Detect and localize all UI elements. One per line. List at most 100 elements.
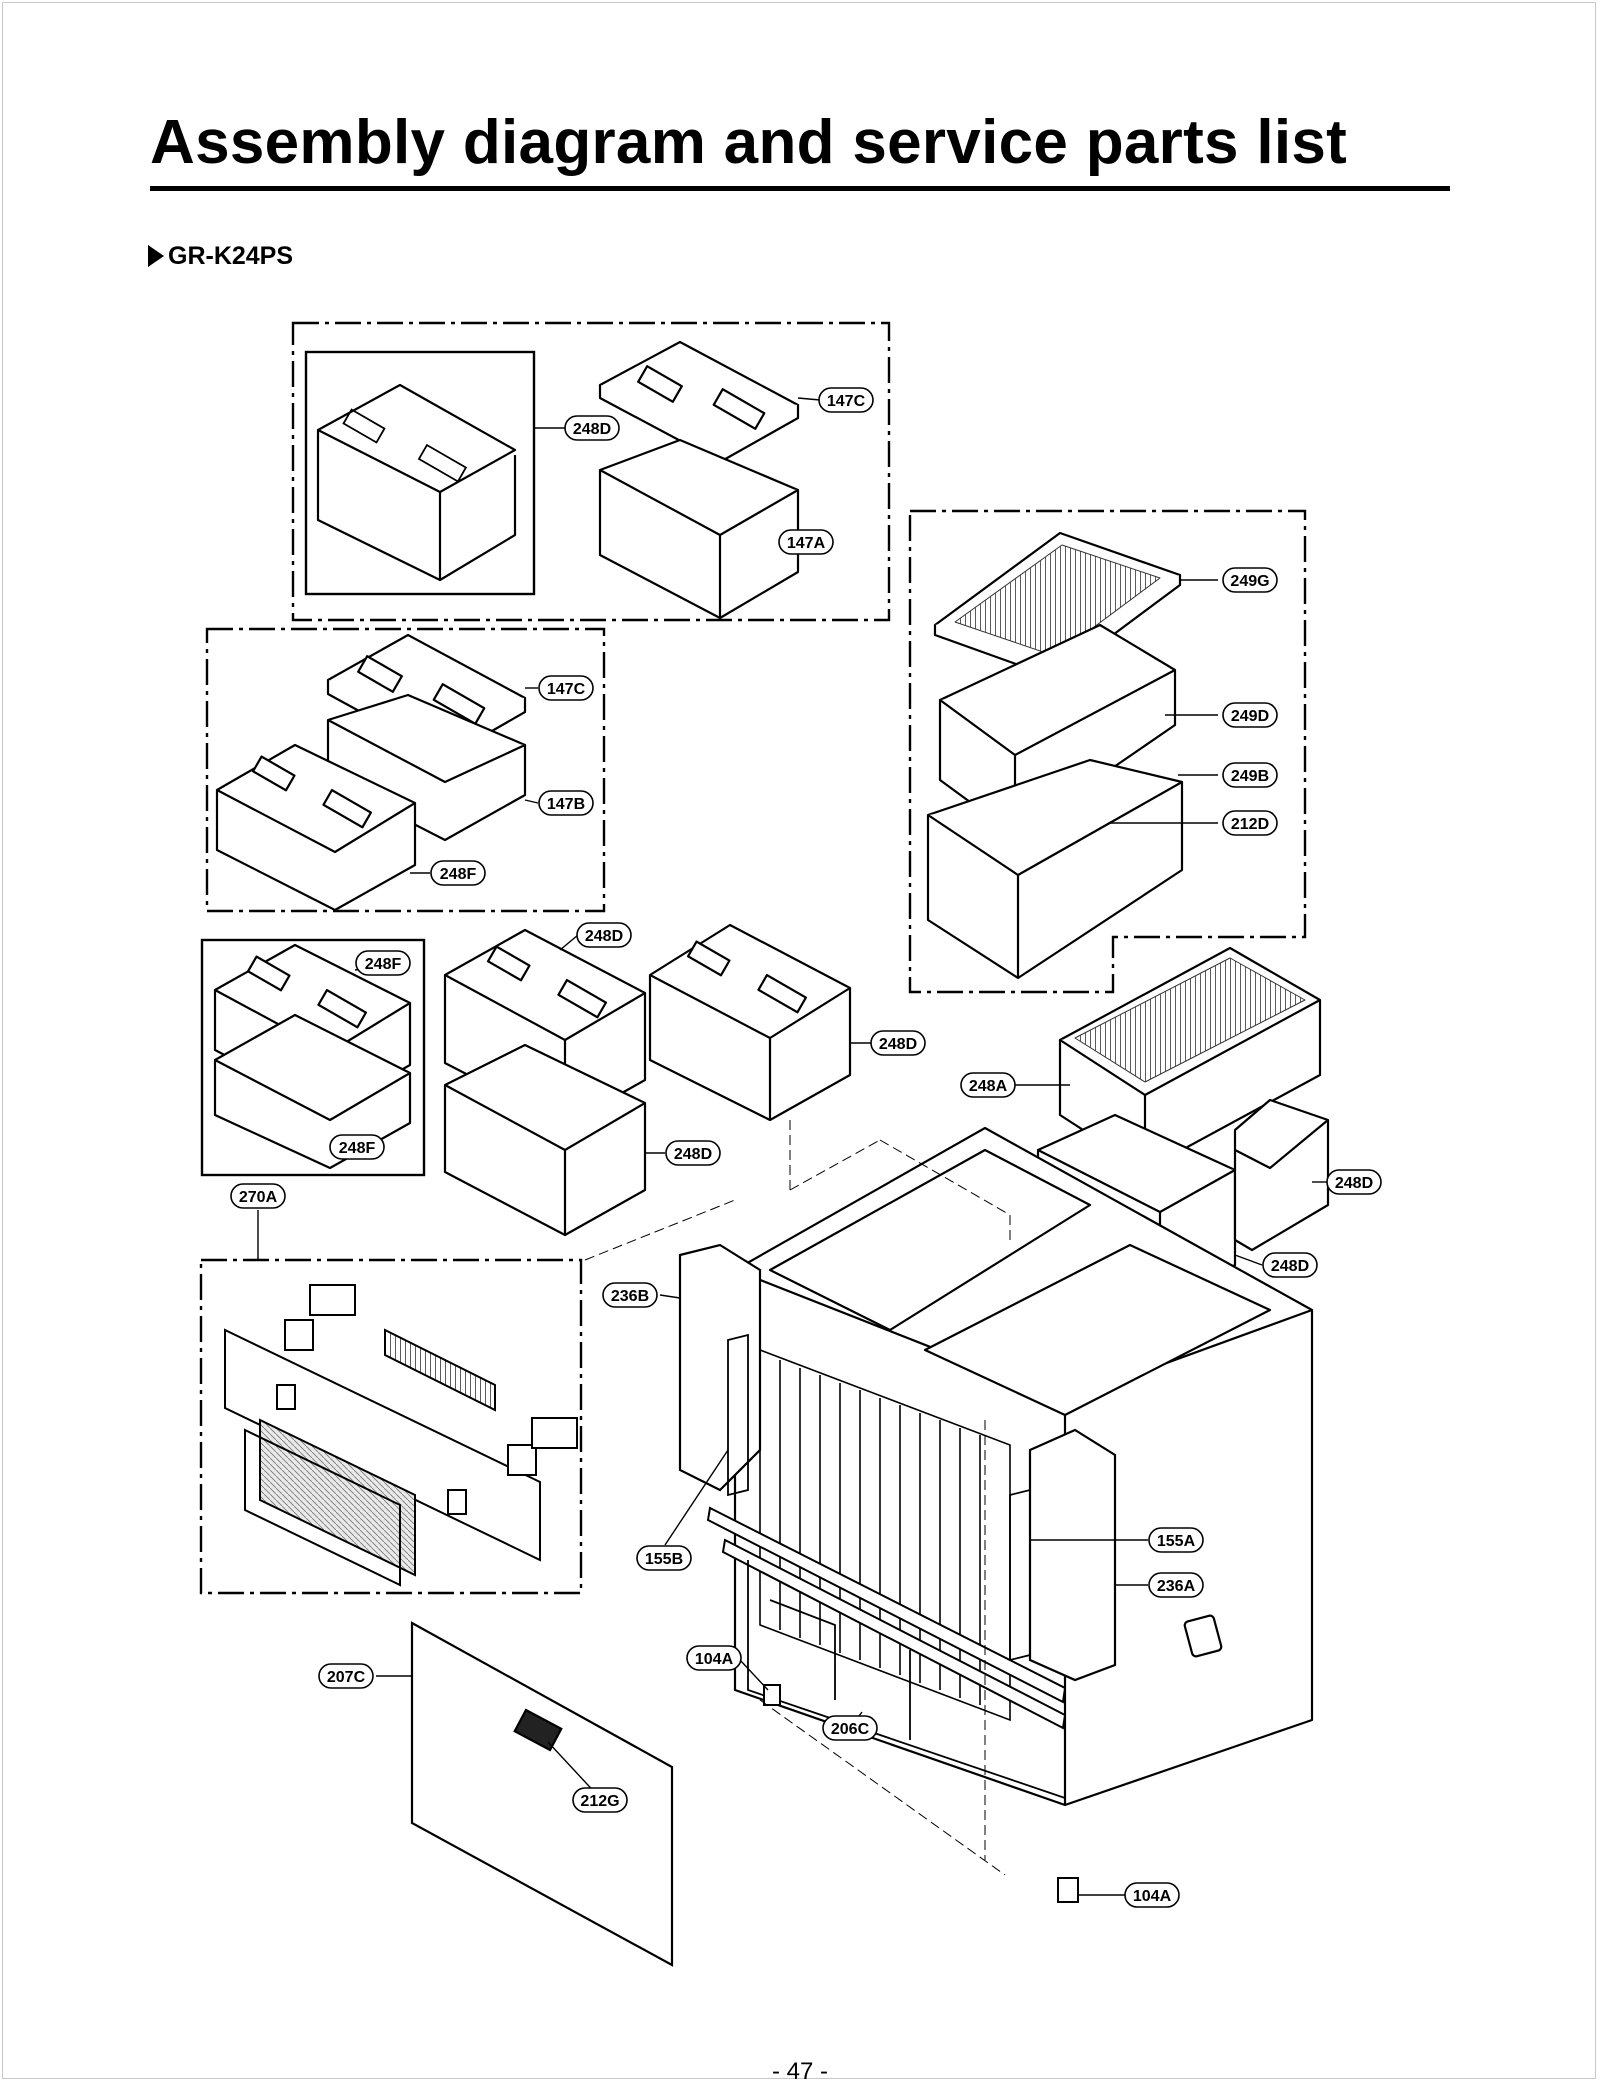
model-heading: GR-K24PS [148, 242, 293, 271]
bin-248F-mid [215, 743, 417, 912]
callout-249G: 249G [1222, 567, 1278, 593]
callout-text: 248F [339, 1140, 376, 1157]
callout-248D: 248D [1262, 1252, 1318, 1278]
callout-147A: 147A [778, 529, 834, 555]
callout-147C: 147C [538, 675, 594, 701]
callout-bubble [1148, 1572, 1204, 1598]
callout-text: 248D [585, 928, 623, 945]
callout-text: 248D [879, 1036, 917, 1053]
callout-bubble [576, 922, 632, 948]
callout-text: 155A [1157, 1533, 1196, 1550]
callout-104A: 104A [686, 1645, 742, 1671]
bin-147A [598, 438, 800, 620]
bin-handles [342, 408, 468, 483]
assembly-lines [584, 1120, 1011, 1876]
callout-bubble [1124, 1882, 1180, 1908]
callout-text: 147C [547, 681, 586, 698]
callout-text: 248A [969, 1078, 1008, 1095]
bin-248D-mid-lower [443, 1043, 647, 1237]
callout-text: 249B [1231, 768, 1269, 785]
bin-212D [926, 758, 1184, 980]
bin-248D-top [316, 383, 517, 582]
callout-248F: 248F [430, 860, 486, 886]
bin-249D [938, 623, 1177, 837]
lower-frame [747, 1560, 1066, 1799]
bin-248D-right [648, 923, 852, 1122]
side-rails [678, 1243, 1117, 1682]
bin-248A [1058, 946, 1322, 1172]
callout-249B: 249B [1222, 762, 1278, 788]
callout-248D: 248D [665, 1140, 721, 1166]
callout-bubble [1222, 810, 1278, 836]
callout-text: 212D [1231, 816, 1269, 833]
callout-bubble [355, 950, 411, 976]
panel-270A [224, 1284, 578, 1587]
lid-147C-top [598, 340, 800, 464]
callout-236B: 236B [602, 1282, 658, 1308]
callout-155A: 155A [1148, 1527, 1204, 1553]
callout-text: 155B [645, 1551, 683, 1568]
callout-bubble [572, 1787, 628, 1813]
callout-bubble [1326, 1169, 1382, 1195]
callout-bubble [564, 415, 620, 441]
bin-248D-small-2 [1233, 1098, 1330, 1252]
callout-bubble [665, 1140, 721, 1166]
foot-104A-right [1057, 1877, 1079, 1903]
callout-text: 248D [1271, 1258, 1309, 1275]
callout-248D: 248D [564, 415, 620, 441]
callout-248D: 248D [1326, 1169, 1382, 1195]
callout-bubble [318, 1663, 374, 1689]
callout-bubble [960, 1072, 1016, 1098]
callout-text: 147C [827, 393, 866, 410]
callout-bubble [870, 1030, 926, 1056]
rail-155A [1009, 1488, 1031, 1662]
lid-249G [933, 531, 1182, 680]
callout-bubble [822, 1715, 878, 1741]
callout-236A: 236A [1148, 1572, 1204, 1598]
callout-labels: 248D 147C 147A 249G 249D 249B 212D 147C 147B 248F… [230, 387, 1382, 1908]
callout-bubble [636, 1545, 692, 1571]
callout-147B: 147B [538, 790, 594, 816]
callout-249D: 249D [1222, 702, 1278, 728]
callout-text: 147A [787, 535, 826, 552]
callout-bubble [1222, 567, 1278, 593]
model-label: GR-K24PS [168, 242, 294, 270]
callout-bubble [538, 790, 594, 816]
page-number: - 47 - [771, 2058, 828, 2085]
callout-text: 249G [1230, 573, 1269, 590]
callout-248A: 248A [960, 1072, 1016, 1098]
rail-236A [1028, 1428, 1117, 1682]
adjustable-feet [763, 1684, 1079, 1903]
callout-text: 104A [695, 1651, 734, 1668]
callout-bubble [538, 675, 594, 701]
callout-155B: 155B [636, 1545, 692, 1571]
callout-bubble [230, 1183, 286, 1209]
callout-207C: 207C [318, 1663, 374, 1689]
callout-bubble [1222, 762, 1278, 788]
callout-text: 104A [1133, 1888, 1172, 1905]
title-rule [150, 186, 1450, 191]
callout-212G: 212G [572, 1787, 628, 1813]
callout-248F: 248F [329, 1134, 385, 1160]
box-248D-top [304, 350, 536, 596]
callout-text: 249D [1231, 708, 1269, 725]
page-title: Assembly diagram and service parts list [150, 108, 1348, 177]
callout-text: 248D [573, 421, 611, 438]
triangle-arrow-icon [148, 245, 164, 267]
callout-text: 248D [1335, 1175, 1373, 1192]
callout-248D: 248D [870, 1030, 926, 1056]
callout-bubble [778, 529, 834, 555]
callout-248D: 248D [576, 922, 632, 948]
callout-leaders [257, 397, 1328, 1896]
front-panel-207C [410, 1621, 674, 1967]
group-box-right [908, 509, 1307, 994]
lg-logo-plate [513, 1708, 563, 1752]
group-box-panel [199, 1258, 583, 1595]
callout-bubble [1222, 702, 1278, 728]
callout-147C: 147C [818, 387, 874, 413]
callout-bubble [1148, 1527, 1204, 1553]
rail-236B [678, 1243, 762, 1492]
callout-text: 248F [365, 956, 402, 973]
callout-bubble [602, 1282, 658, 1308]
